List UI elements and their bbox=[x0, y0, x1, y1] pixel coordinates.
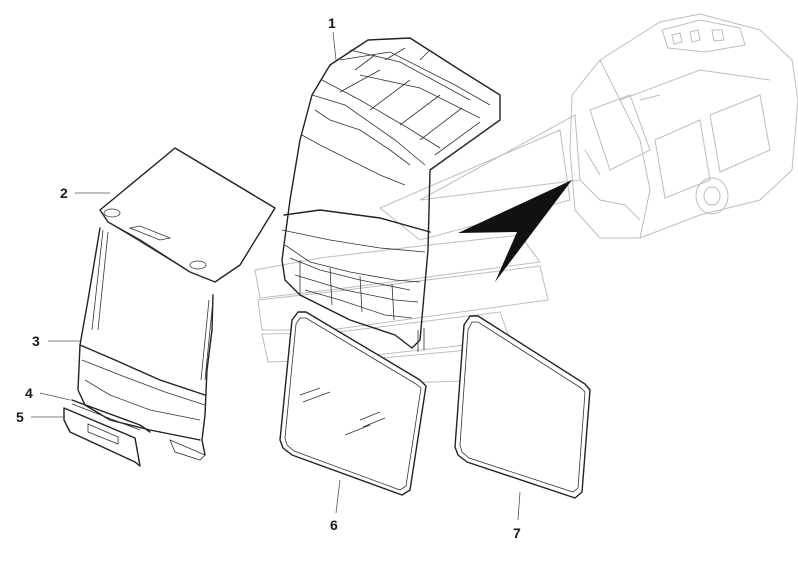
callout-1: 1 bbox=[328, 15, 336, 31]
callout-6: 6 bbox=[330, 517, 338, 533]
callout-5: 5 bbox=[16, 409, 24, 425]
callout-labels: 1 2 3 4 5 6 7 bbox=[16, 15, 521, 541]
roof-front-assembly bbox=[281, 37, 501, 352]
windshield-left bbox=[279, 311, 427, 496]
callout-2: 2 bbox=[60, 185, 68, 201]
callout-3: 3 bbox=[32, 333, 40, 349]
windshield-right bbox=[454, 315, 591, 499]
bus-context-sketch bbox=[569, 13, 798, 239]
front-cap-assembly bbox=[63, 147, 276, 467]
direction-arrow-icon bbox=[458, 180, 572, 282]
callout-7: 7 bbox=[513, 525, 521, 541]
callout-4: 4 bbox=[25, 385, 33, 401]
leader-lines bbox=[31, 31, 521, 521]
